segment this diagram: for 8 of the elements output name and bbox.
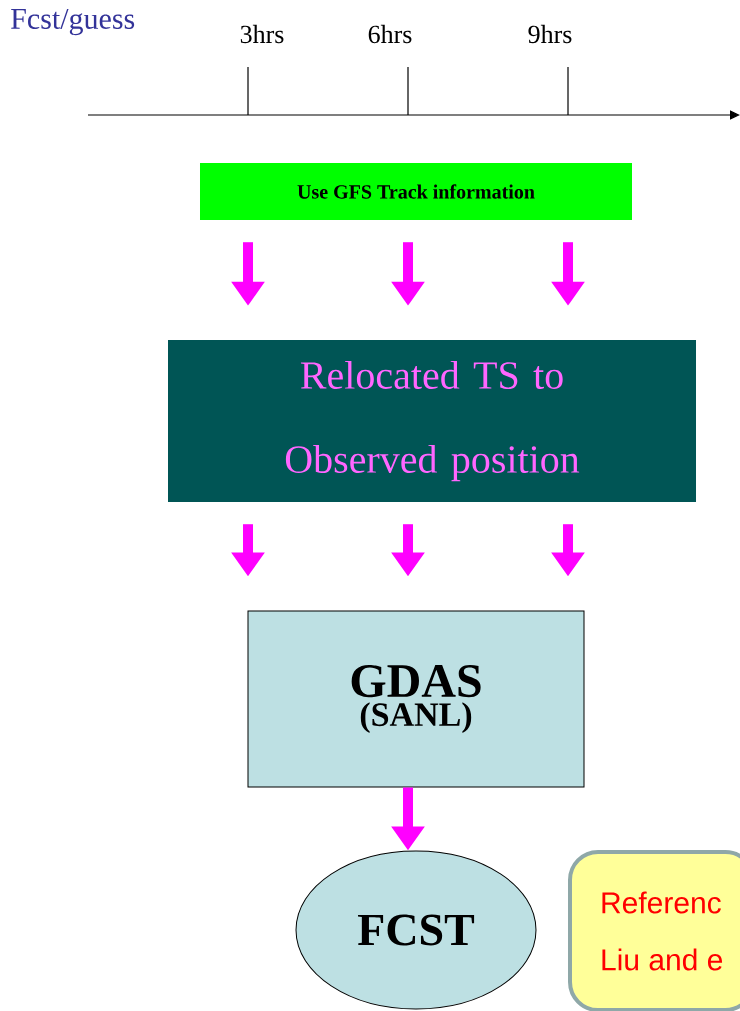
process-box: Relocated TS to Observed position — [168, 340, 696, 502]
axis-title: Fcst/guess — [11, 8, 135, 36]
note-box: Referenc Liu and e — [568, 850, 740, 1011]
tick-label: 9hrs — [528, 24, 572, 44]
tick-label: 6hrs — [368, 24, 412, 44]
tick-label: 3hrs — [240, 24, 284, 44]
process-box: Use GFS Track information — [200, 163, 632, 220]
process-box: GDAS (SANL) — [247, 610, 585, 788]
